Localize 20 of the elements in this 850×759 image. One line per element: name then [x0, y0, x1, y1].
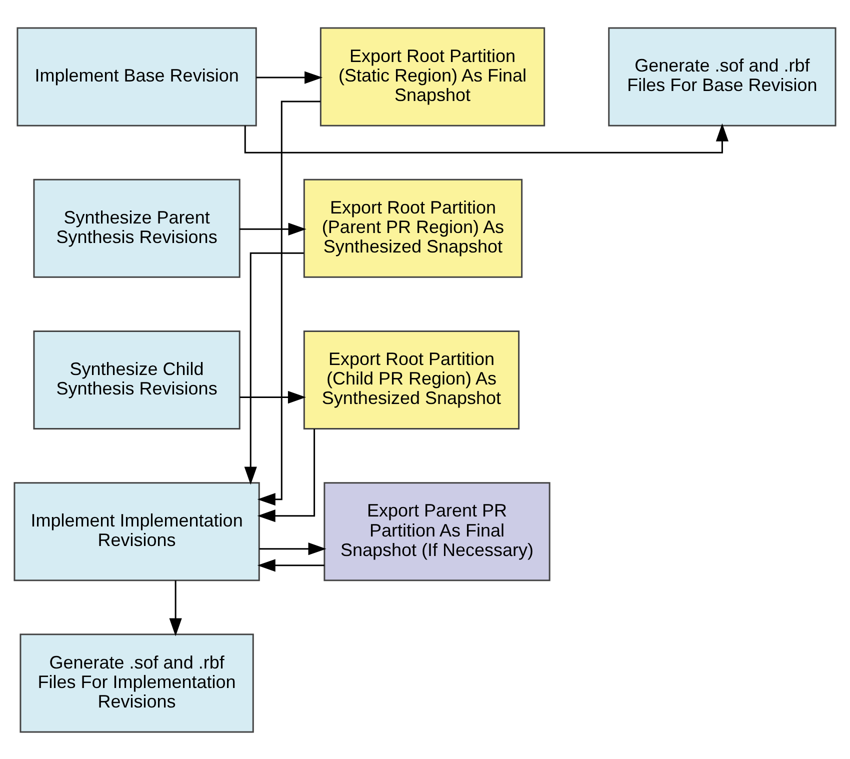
- node-box: Implement Implementation Revisions: [14, 482, 260, 581]
- arrow: [259, 542, 326, 555]
- node-box: Generate .sof and .rbf Files For Implementation Revisions: [20, 633, 254, 732]
- node-box: Export Root Partition (Child PR Region) As Synthesized Snapshot: [303, 330, 520, 430]
- arrow: [169, 580, 182, 636]
- arrow: [244, 122, 729, 153]
- arrow: [244, 252, 304, 484]
- node-box: Export Parent PR Partition As Final Snapshot (If Necessary): [324, 482, 550, 581]
- node-box: Implement Base Revision: [16, 26, 257, 126]
- node-box: Export Root Partition (Parent PR Region) As Synthesized Snapshot: [303, 178, 523, 278]
- arrow: [257, 428, 316, 522]
- node-box: Generate .sof and .rbf Files For Base Revision: [608, 26, 836, 126]
- arrow: [240, 390, 306, 404]
- node-box: Synthesize Parent Synthesis Revisions: [33, 178, 240, 278]
- node-box: Export Root Partition (Static Region) As Final Snapshot: [320, 26, 546, 126]
- arrow: [256, 70, 323, 84]
- node-box: Synthesize Child Synthesis Revisions: [33, 330, 240, 430]
- arrow: [257, 100, 320, 506]
- arrow: [240, 222, 306, 235]
- arrow: [257, 558, 324, 572]
